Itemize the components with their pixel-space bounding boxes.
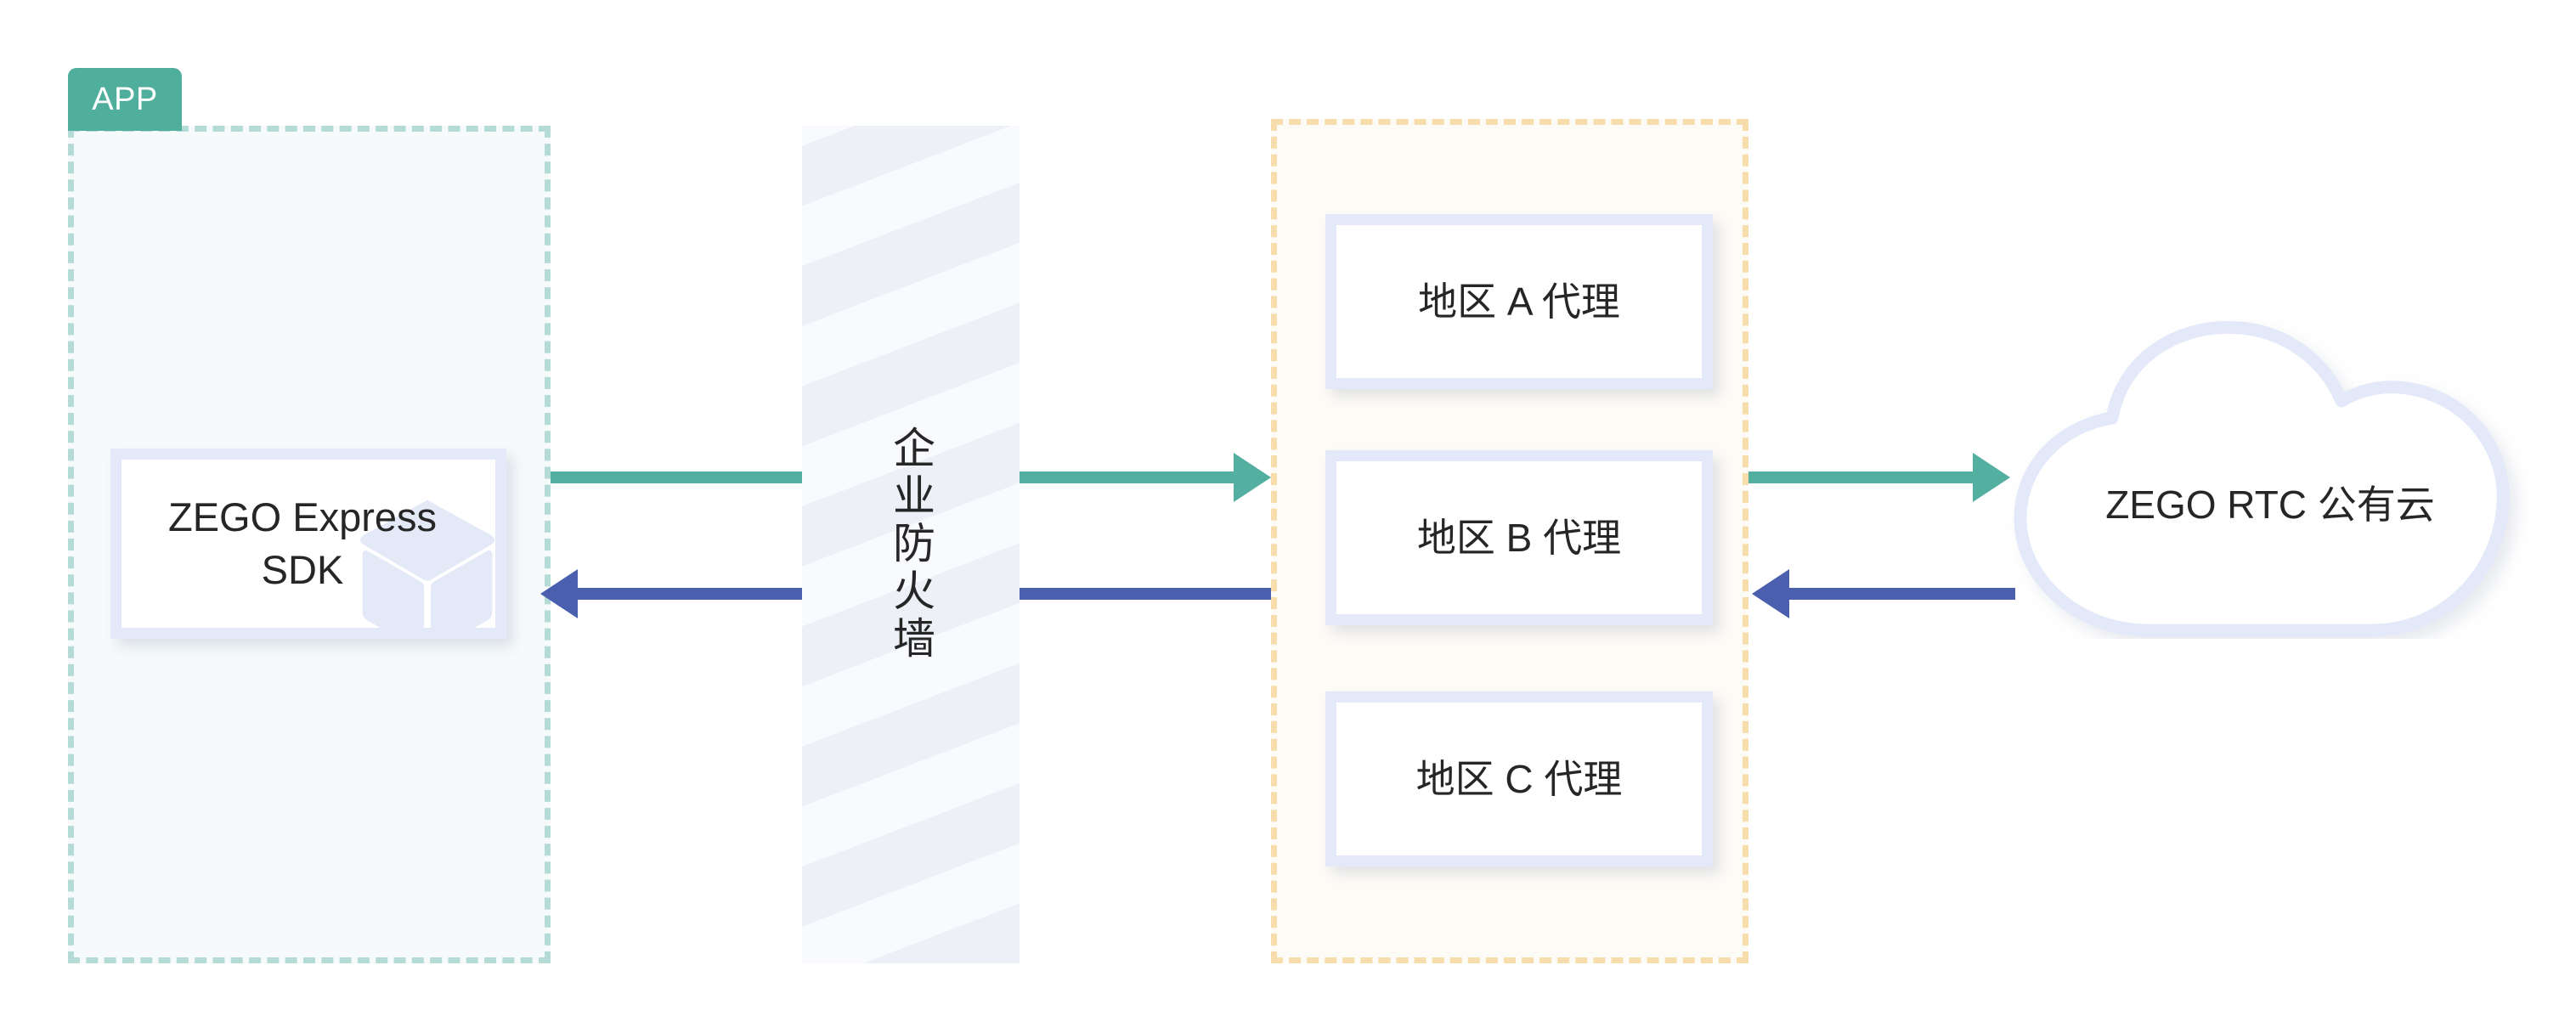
arrow-line bbox=[1748, 471, 1973, 483]
sdk-card-label: ZEGO Express SDK bbox=[167, 494, 437, 592]
arrow-line bbox=[551, 471, 802, 483]
region-a-proxy-label: 地区 A 代理 bbox=[1418, 279, 1620, 324]
cube-icon bbox=[359, 500, 495, 628]
region-a-proxy-card[interactable]: 地区 A 代理 bbox=[1325, 214, 1713, 389]
app-badge: APP bbox=[68, 68, 182, 131]
arrow-head-right-icon bbox=[1973, 453, 2010, 502]
arrow-line bbox=[1020, 471, 1234, 483]
zego-express-sdk-card[interactable]: ZEGO Express SDK bbox=[110, 449, 506, 639]
arrow-line bbox=[578, 588, 802, 600]
arrow-head-left-icon bbox=[540, 569, 578, 618]
region-b-proxy-label: 地区 B 代理 bbox=[1416, 515, 1622, 560]
arrow-head-right-icon bbox=[1234, 453, 1271, 502]
zego-rtc-public-cloud[interactable]: ZEGO RTC 公有云 bbox=[1998, 318, 2542, 639]
cloud-shape-icon bbox=[2014, 320, 2510, 637]
region-c-proxy-card[interactable]: 地区 C 代理 bbox=[1325, 691, 1713, 866]
arrow-line bbox=[1020, 588, 1271, 600]
region-b-proxy-card[interactable]: 地区 B 代理 bbox=[1325, 450, 1713, 625]
cloud-label: ZEGO RTC 公有云 bbox=[2105, 483, 2435, 527]
firewall-label: 企业防火墙 bbox=[887, 426, 935, 663]
region-c-proxy-label: 地区 C 代理 bbox=[1415, 756, 1623, 801]
arrow-head-left-icon bbox=[1752, 569, 1789, 618]
arrow-line bbox=[1789, 588, 2015, 600]
enterprise-firewall-column: 企业防火墙 bbox=[802, 126, 1020, 963]
